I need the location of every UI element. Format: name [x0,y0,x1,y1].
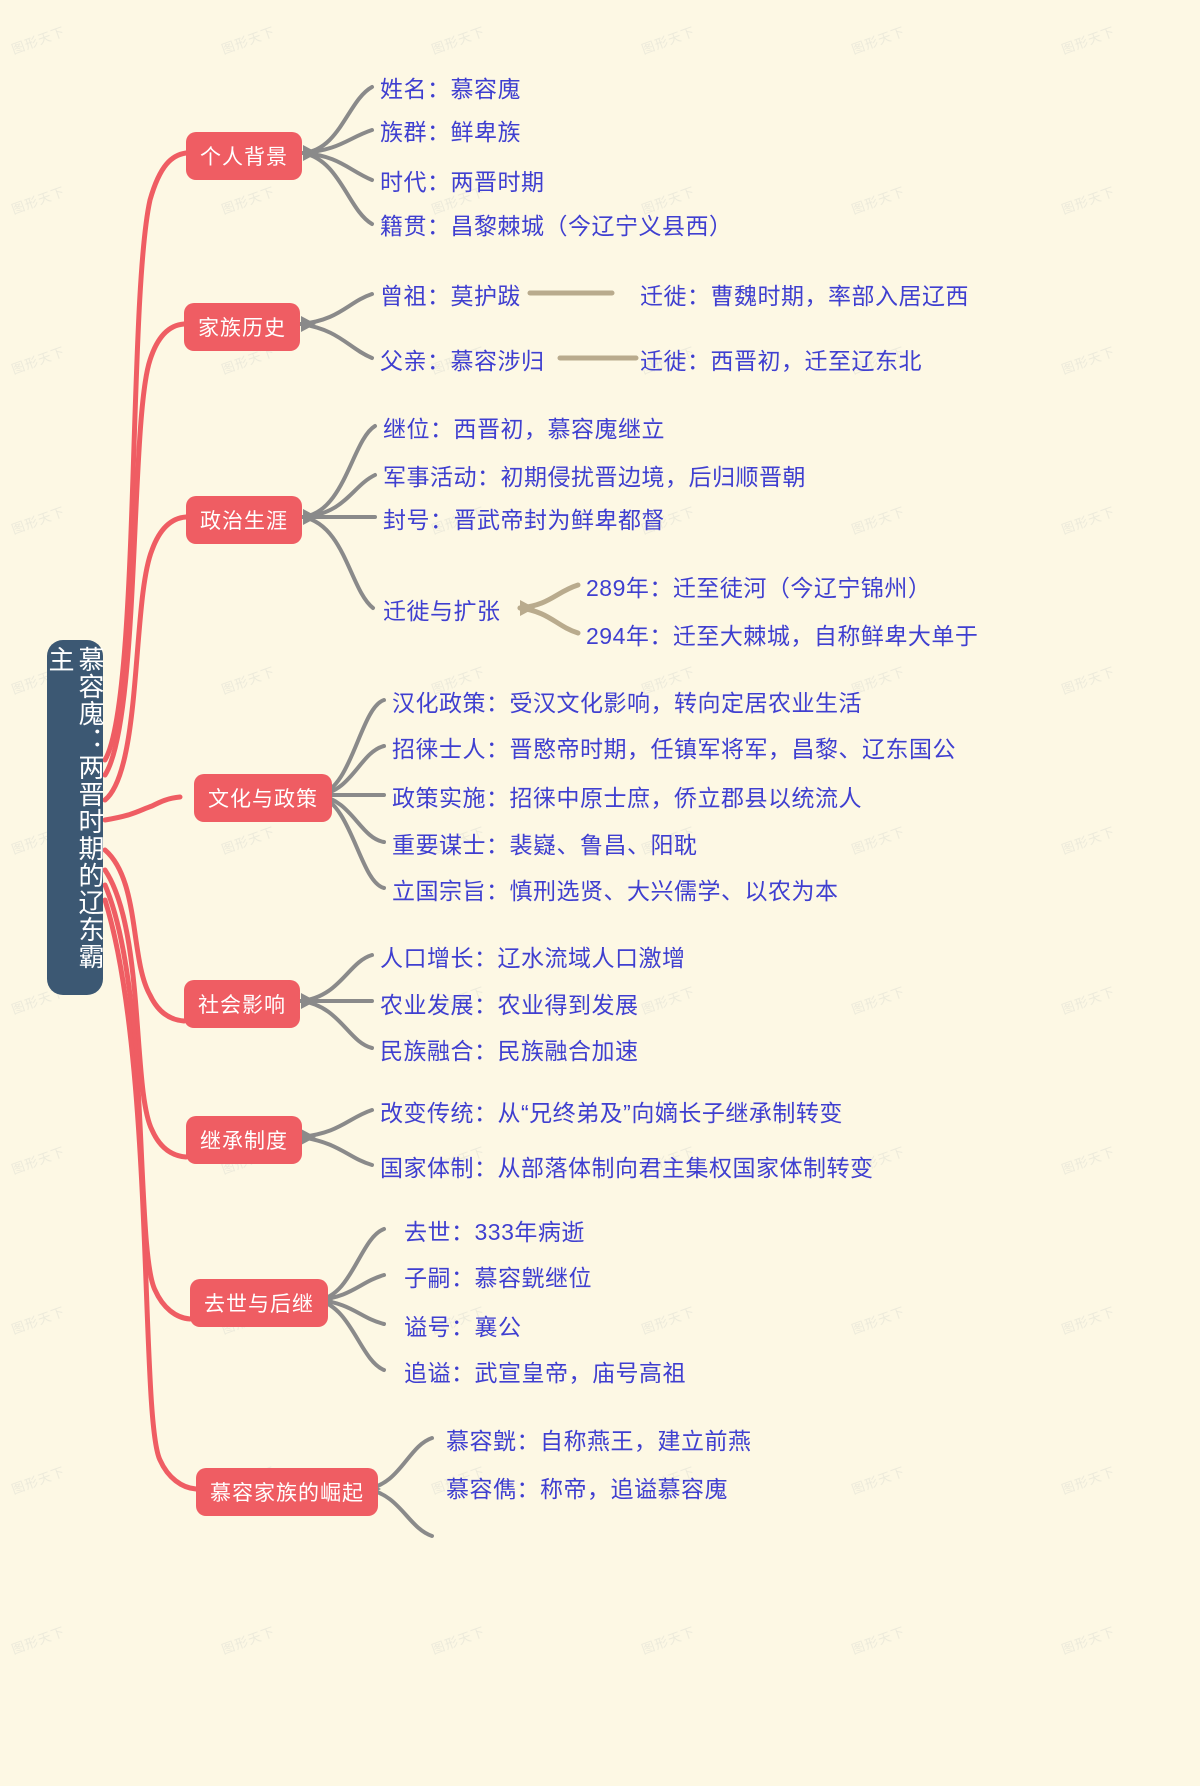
watermark: 图形天下 [219,823,278,858]
leaf-recruit-scholars: 招徕士人：晋愍帝时期，任镇军将军，昌黎、辽东国公 [392,736,956,762]
watermark: 图形天下 [1059,663,1118,698]
watermark: 图形天下 [1059,23,1118,58]
watermark: 图形天下 [429,1623,488,1658]
leaf-key-advisors: 重要谋士：裴嶷、鲁昌、阳耽 [392,832,698,858]
leaf-succession: 继位：西晋初，慕容廆继立 [383,416,665,442]
watermark: 图形天下 [849,503,908,538]
watermark: 图形天下 [9,1143,68,1178]
leaf-ethnic-integration: 民族融合：民族融合加速 [380,1038,639,1064]
watermark: 图形天下 [639,1303,698,1338]
leaf-tradition-change: 改变传统：从“兄终弟及”向嫡长子继承制转变 [380,1100,843,1126]
watermark: 图形天下 [219,663,278,698]
leaf-agriculture-dev: 农业发展：农业得到发展 [380,992,639,1018]
watermark: 图形天下 [1059,1143,1118,1178]
watermark: 图形天下 [9,183,68,218]
leaf-migration-expansion: 迁徙与扩张 [383,598,501,624]
leaf-death: 去世：333年病逝 [404,1219,585,1245]
leaf-founding-principles: 立国宗旨：慎刑选贤、大兴儒学、以农为本 [392,878,839,904]
watermark: 图形天下 [9,343,68,378]
watermark: 图形天下 [1059,1303,1118,1338]
leaf-father: 父亲：慕容涉归 [380,348,545,374]
leaf-policy-implementation: 政策实施：招徕中原士庶，侨立郡县以统流人 [392,785,862,811]
watermark: 图形天下 [639,1623,698,1658]
watermark: 图形天下 [9,1463,68,1498]
watermark: 图形天下 [9,503,68,538]
watermark: 图形天下 [1059,983,1118,1018]
watermark: 图形天下 [639,23,698,58]
watermark: 图形天下 [9,23,68,58]
watermark: 图形天下 [1059,183,1118,218]
leaf-origin: 籍贯：昌黎棘城（今辽宁义县西） [380,213,733,239]
watermark: 图形天下 [1059,1623,1118,1658]
leaf-great-grandfather-migration: 迁徙：曹魏时期，率部入居辽西 [640,283,969,309]
leaf-conferred-title: 追谥：武宣皇帝，庙号高祖 [404,1360,686,1386]
watermark: 图形天下 [219,183,278,218]
watermark: 图形天下 [1059,823,1118,858]
watermark: 图形天下 [849,1623,908,1658]
leaf-migration-289: 289年：迁至徒河（今辽宁锦州） [586,575,932,601]
leaf-name: 姓名：慕容廆 [380,76,521,102]
leaf-population-growth: 人口增长：辽水流域人口激增 [380,945,686,971]
watermark: 图形天下 [429,23,488,58]
branch-node-death-succession[interactable]: 去世与后继 [190,1279,328,1327]
branch-node-murong-family-rise[interactable]: 慕容家族的崛起 [196,1468,378,1516]
leaf-murong-huang: 慕容皝：自称燕王，建立前燕 [446,1428,752,1454]
branch-node-culture-policy[interactable]: 文化与政策 [194,774,332,822]
watermark: 图形天下 [1059,503,1118,538]
root-node[interactable]: 慕容廆：两晋时期的辽东霸主 [45,640,105,995]
watermark: 图形天下 [849,1463,908,1498]
watermark: 图形天下 [849,1303,908,1338]
watermark: 图形天下 [849,823,908,858]
watermark: 图形天下 [219,23,278,58]
leaf-posthumous-title: 谥号：襄公 [404,1314,522,1340]
leaf-ethnicity: 族群：鲜卑族 [380,119,521,145]
branch-node-political-career[interactable]: 政治生涯 [186,496,302,544]
watermark: 图形天下 [9,1303,68,1338]
watermark: 图形天下 [219,1623,278,1658]
branch-node-family-history[interactable]: 家族历史 [184,303,300,351]
leaf-title: 封号：晋武帝封为鲜卑都督 [383,507,665,533]
watermark: 图形天下 [9,1623,68,1658]
branch-node-succession-system[interactable]: 继承制度 [186,1116,302,1164]
leaf-great-grandfather: 曾祖：莫护跋 [380,283,521,309]
branch-node-social-impact[interactable]: 社会影响 [184,980,300,1028]
watermark: 图形天下 [1059,1463,1118,1498]
leaf-state-system: 国家体制：从部落体制向君主集权国家体制转变 [380,1155,874,1181]
watermark: 图形天下 [849,183,908,218]
watermark: 图形天下 [639,983,698,1018]
leaf-era: 时代：两晋时期 [380,169,545,195]
leaf-father-migration: 迁徙：西晋初，迁至辽东北 [640,348,922,374]
leaf-sinicization-policy: 汉化政策：受汉文化影响，转向定居农业生活 [392,690,862,716]
leaf-military-activity: 军事活动：初期侵扰晋边境，后归顺晋朝 [383,464,806,490]
watermark: 图形天下 [849,983,908,1018]
watermark: 图形天下 [1059,343,1118,378]
leaf-murong-jun: 慕容儁：称帝，追谥慕容廆 [446,1476,728,1502]
watermark: 图形天下 [849,23,908,58]
branch-node-personal-background[interactable]: 个人背景 [186,132,302,180]
leaf-heir: 子嗣：慕容皝继位 [404,1265,592,1291]
leaf-migration-294: 294年：迁至大棘城，自称鲜卑大单于 [586,623,979,649]
